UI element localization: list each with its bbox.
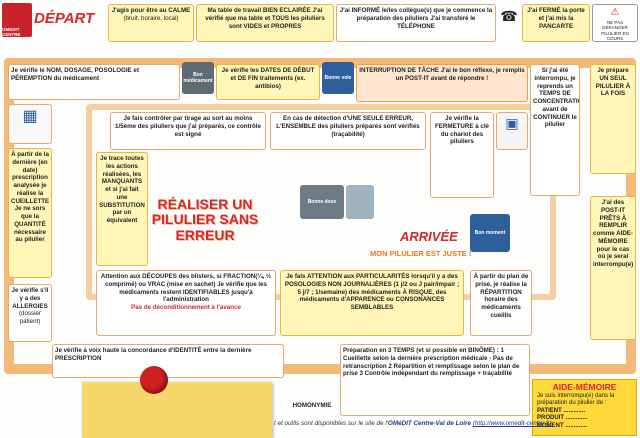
ferme-text: J'ai FERMÉ la porte et j'ai mis la PANCA… xyxy=(527,7,585,30)
icon-panel-left: ▦ xyxy=(8,104,52,144)
aide-produit: PRODUIT ............. xyxy=(537,415,588,422)
step-particularites: Je fais ATTENTION aux PARTICULARITÉS lor… xyxy=(280,270,464,336)
aide-title: AIDE-MÉMOIRE xyxy=(552,382,617,392)
footer: t et outils sont disponibles sur le site… xyxy=(274,420,552,427)
step-preparation: Préparation en 3 TEMPS (et si possible e… xyxy=(340,344,530,416)
footer-url[interactable]: (http://www.omedit-centre.fr) xyxy=(472,420,552,427)
fermeture-text: Je vérifie la FERMETURE à clé du chariot… xyxy=(435,115,489,146)
step-trace: Je trace toutes les actions réalisées, l… xyxy=(96,152,148,266)
footer-org: OMéDIT Centre-Val de Loire xyxy=(387,420,471,427)
deconditionnement-text: Pas de déconditionnement à l'avance xyxy=(131,304,241,311)
puzzle-label: Bon médicament xyxy=(183,72,213,84)
step-interrompu: Si j'ai été interrompu, je reprends un T… xyxy=(530,64,580,196)
particularites-text: Je fais ATTENTION aux PARTICULARITÉS lor… xyxy=(284,273,460,311)
step-nom: Je vérifie le NOM, DOSAGE, POSOLOGIE et … xyxy=(8,64,180,100)
homonymie-box: HOMONYMIE xyxy=(284,400,340,414)
plan-text: À partir du plan de prise, je réalise la… xyxy=(473,273,529,319)
arrivee-title: ARRIVÉE xyxy=(400,229,458,244)
icon-panel-right: ▣ xyxy=(496,112,528,150)
puzzle-bonne-voie: Bonne voie xyxy=(322,62,354,94)
step-erreur: En cas de détection d'UNE SEULE ERREUR, … xyxy=(270,112,426,150)
step-informe: J'ai INFORMÉ le/les collègue(s) que je c… xyxy=(336,4,496,42)
logo-text: OMEDIT CENTRE xyxy=(2,27,21,37)
center-title: RÉALISER UN PILULIER SANS ERREUR xyxy=(151,196,259,243)
phone-icon: ☎ xyxy=(498,6,520,40)
step-tirage: Je fais contrôler par tirage au sort au … xyxy=(110,112,266,150)
informe-text: J'ai INFORMÉ le/les collègue(s) que je c… xyxy=(339,7,493,30)
interrompu-text: Si j'ai été interrompu, je reprends un T… xyxy=(533,67,579,129)
identite-text: Je vérifie à voix haute la concordance d… xyxy=(55,347,252,362)
push-pin-icon xyxy=(140,366,168,394)
cart-icon: ▣ xyxy=(505,115,519,131)
do-not-disturb-sign: ⚠ NE PAS DÉRANGER PILULIER EN COURS xyxy=(592,4,638,42)
warning-icon: ⚠ xyxy=(610,7,620,18)
step-fermeture: Je vérifie la FERMETURE à clé du chariot… xyxy=(430,112,494,198)
step-plan: À partir du plan de prise, je réalise la… xyxy=(470,270,532,336)
aide-intro: Je suis interrompu(e) dans la préparatio… xyxy=(537,392,615,407)
depart-title: DÉPART xyxy=(34,10,95,27)
step-dates: Je vérifie les DATES DE DÉBUT et DE FIN … xyxy=(216,64,320,100)
preparation-text: Préparation en 3 TEMPS (et si possible e… xyxy=(343,347,520,378)
interruption-text: INTERRUPTION DE TÂCHE J'ai le bon réflex… xyxy=(359,67,525,82)
calme-text: J'agis pour être au CALME xyxy=(111,7,191,14)
footer-prefix: t et outils sont disponibles sur le site… xyxy=(274,420,388,427)
step-allergies: Je vérifie s'il y a des ALLERGIES (dossi… xyxy=(8,284,52,342)
puzzle-label: Bonne voie xyxy=(324,75,352,81)
postit-text: J'ai des POST-IT PRÊTS À REMPLIR comme A… xyxy=(593,199,634,268)
step-calme: J'agis pour être au CALME (bruit, horair… xyxy=(108,4,194,42)
table-text: Ma table de travail BIEN ECLAIRÉE J'ai v… xyxy=(205,7,325,30)
tirage-text: Je fais contrôler par tirage au sort au … xyxy=(115,115,261,138)
nom-text: Je vérifie le NOM, DOSAGE, POSOLOGIE et … xyxy=(11,67,139,82)
cueillette-text: À partir de la dernière (en date) prescr… xyxy=(11,151,50,244)
puzzle-label: Bonne dose xyxy=(307,199,337,205)
prepare-text: Je prépare UN SEUL PILULIER À LA FOIS xyxy=(595,67,631,98)
step-postit: J'ai des POST-IT PRÊTS À REMPLIR comme A… xyxy=(590,196,636,340)
step-table: Ma table de travail BIEN ECLAIRÉE J'ai v… xyxy=(196,4,334,42)
decoupes-text: Attention aux DÉCOUPES des blisters, si … xyxy=(100,273,272,304)
calme-sub: (bruit, horaire, local) xyxy=(123,14,179,22)
cabinet-icon: ▦ xyxy=(22,108,38,125)
arrivee-subtitle: MON PILULIER EST JUSTE ! xyxy=(370,249,472,258)
puzzle-decoration-1 xyxy=(346,185,374,219)
puzzle-bonne-dose: Bonne dose xyxy=(300,185,344,219)
aide-moment: MOMENT ............. xyxy=(537,422,588,429)
allergies-text: Je vérifie s'il y a des ALLERGIES xyxy=(11,287,49,310)
step-ferme: J'ai FERMÉ la porte et j'ai mis la PANCA… xyxy=(522,4,590,42)
sticky-note xyxy=(82,382,272,438)
aide-patient: PATIENT ............. xyxy=(537,407,586,414)
puzzle-bon-medicament: Bon médicament xyxy=(182,62,214,94)
puzzle-label: Bon moment xyxy=(474,230,506,236)
dates-text: Je vérifie les DATES DE DÉBUT et DE FIN … xyxy=(221,67,315,90)
erreur-text: En cas de détection d'UNE SEULE ERREUR, … xyxy=(276,115,420,138)
aide-memoire: AIDE-MÉMOIRE Je suis interrompu(e) dans … xyxy=(532,379,637,436)
puzzle-bon-moment: Bon moment xyxy=(470,214,510,252)
step-identite: Je vérifie à voix haute la concordance d… xyxy=(52,344,284,378)
step-decoupes: Attention aux DÉCOUPES des blisters, si … xyxy=(96,270,276,336)
trace-text: Je trace toutes les actions réalisées, l… xyxy=(99,155,145,224)
step-prepare: Je prépare UN SEUL PILULIER À LA FOIS xyxy=(590,64,636,174)
homonymie-text: HOMONYMIE xyxy=(292,402,332,409)
step-interruption: INTERRUPTION DE TÂCHE J'ai le bon réflex… xyxy=(356,64,528,102)
omedit-logo: OMEDIT CENTRE xyxy=(2,3,32,37)
allergies-sub: (dossier patient) xyxy=(18,310,41,325)
sign-text: NE PAS DÉRANGER PILULIER EN COURS xyxy=(601,19,629,42)
step-cueillette: À partir de la dernière (en date) prescr… xyxy=(8,148,52,278)
